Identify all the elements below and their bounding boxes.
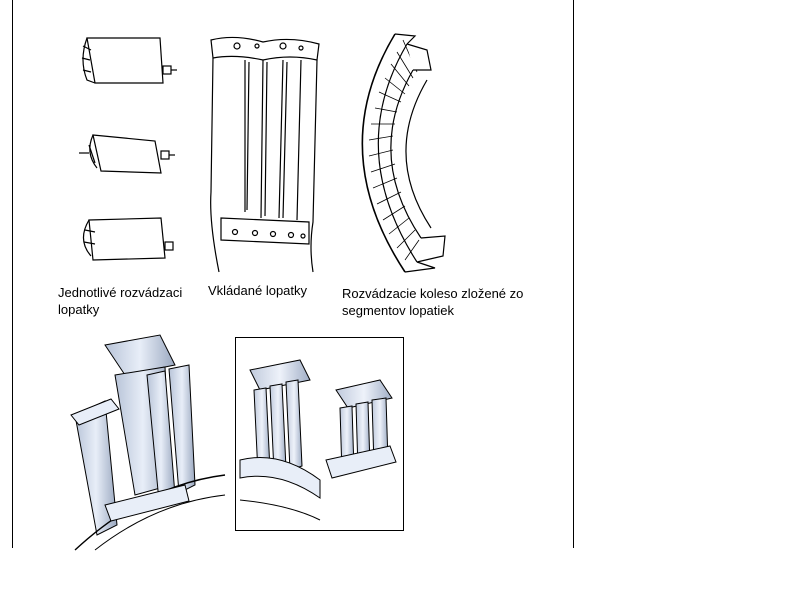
- individual-vanes-drawing: [79, 37, 177, 261]
- vane-3: [82, 217, 174, 261]
- caption-inserted-vanes: Vkládané lopatky: [208, 283, 308, 298]
- segment-pack-3d-drawing: [239, 359, 397, 521]
- right-page-border: [573, 0, 574, 548]
- caption-segmented-wheel: Rozvádzacie koleso zložené zo segmentov …: [342, 286, 524, 318]
- vane-2: [79, 134, 175, 174]
- vane-assembly-3d-drawing: [70, 334, 226, 551]
- inserted-vanes-drawing: [210, 36, 320, 273]
- caption-individual-vanes: Jednotlivé rozvádzaci lopatky: [58, 285, 183, 317]
- vane-1: [81, 37, 177, 84]
- left-page-border: [12, 0, 13, 548]
- segmented-wheel-drawing: [361, 33, 446, 273]
